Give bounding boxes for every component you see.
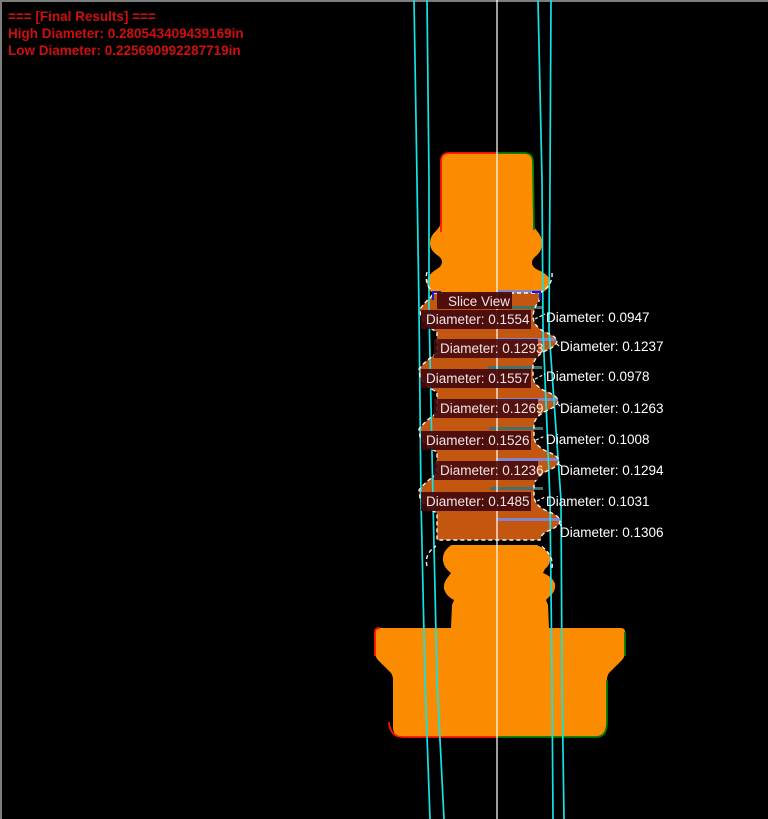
root-line <box>490 487 543 490</box>
measurement-label[interactable]: Diameter: 0.1485 <box>421 492 531 511</box>
part-silhouette-upper <box>427 153 550 293</box>
edge-overlay-green-cap <box>497 152 535 231</box>
measurement-label-text[interactable]: Diameter: 0.0978 <box>546 369 650 384</box>
slice-view-label-text: Slice View <box>448 294 510 309</box>
window-border-left <box>0 0 2 819</box>
root-line <box>488 366 542 369</box>
edge-overlay-red-cap <box>440 152 497 232</box>
measurement-label-text: Diameter: 0.1554 <box>426 312 530 327</box>
measurement-label-text[interactable]: Diameter: 0.1031 <box>546 494 650 509</box>
edge-overlay-green-base <box>497 632 626 738</box>
slice-view-label[interactable]: Slice View <box>437 292 512 309</box>
measurement-label-text[interactable]: Diameter: 0.0947 <box>546 310 650 325</box>
right-measurement-labels: Diameter: 0.0947 Diameter: 0.1237 Diamet… <box>546 310 664 540</box>
measurement-label-text: Diameter: 0.1526 <box>426 433 530 448</box>
measurement-label[interactable]: Diameter: 0.1526 <box>421 431 531 450</box>
measurement-label-text[interactable]: Diameter: 0.1263 <box>560 401 664 416</box>
label-leader-lines <box>534 313 564 529</box>
crest-line <box>497 458 559 461</box>
slice-view-label-background[interactable] <box>437 292 512 309</box>
window-border-top <box>0 0 768 2</box>
crest-line <box>497 290 543 293</box>
root-line <box>487 306 542 309</box>
measurement-label-text: Diameter: 0.1557 <box>426 371 530 386</box>
measurement-label-background[interactable] <box>421 492 531 511</box>
measurement-label-background[interactable] <box>434 461 538 480</box>
measurement-label-background[interactable] <box>421 369 531 388</box>
thread-contour-dashed-outline <box>418 292 561 541</box>
final-results-title: === [Final Results] === <box>8 9 156 24</box>
measurement-label-text[interactable]: Diameter: 0.1008 <box>546 432 650 447</box>
slice-selection-bracket-right <box>532 291 541 300</box>
measurement-label-background[interactable] <box>434 339 538 358</box>
edge-overlay-red-base <box>374 627 497 738</box>
measurement-label-text[interactable]: Diameter: 0.1237 <box>560 339 664 354</box>
root-measurement-lines <box>487 306 543 490</box>
measurement-label-text: Diameter: 0.1236 <box>440 463 544 478</box>
measurement-label[interactable]: Diameter: 0.1269 <box>434 399 544 418</box>
measurement-label[interactable]: Diameter: 0.1293 <box>434 339 544 358</box>
measurement-label-text[interactable]: Diameter: 0.1306 <box>560 525 664 540</box>
cyan-boundary-line-left-outer <box>413 0 431 819</box>
final-results-high-diameter: High Diameter: 0.280543409439169in <box>8 26 244 41</box>
measurement-label[interactable]: Diameter: 0.1557 <box>421 369 531 388</box>
final-results-low-diameter: Low Diameter: 0.225690992287719in <box>8 43 241 58</box>
measurement-label-text: Diameter: 0.1269 <box>440 401 544 416</box>
measurement-label-text[interactable]: Diameter: 0.1294 <box>560 463 664 478</box>
measurement-label-background[interactable] <box>421 431 531 450</box>
cyan-boundary-line-right-outer <box>548 0 565 819</box>
root-line <box>489 427 543 430</box>
cyan-boundary-line-right-inner <box>537 0 554 819</box>
measurement-label[interactable]: Diameter: 0.1554 <box>421 310 531 329</box>
measurement-label-background[interactable] <box>421 310 531 329</box>
boundary-lines <box>413 0 565 819</box>
left-measurement-labels: Diameter: 0.1554 Diameter: 0.1293 Diamet… <box>421 310 544 511</box>
crest-line <box>497 518 560 521</box>
final-results-header: === [Final Results] === High Diameter: 0… <box>8 9 244 58</box>
measurement-label-text: Diameter: 0.1485 <box>426 494 530 509</box>
measurement-label[interactable]: Diameter: 0.1236 <box>434 461 544 480</box>
cyan-boundary-line-left-inner <box>426 0 445 819</box>
measurement-label-text: Diameter: 0.1293 <box>440 341 544 356</box>
measurement-label-background[interactable] <box>434 399 538 418</box>
